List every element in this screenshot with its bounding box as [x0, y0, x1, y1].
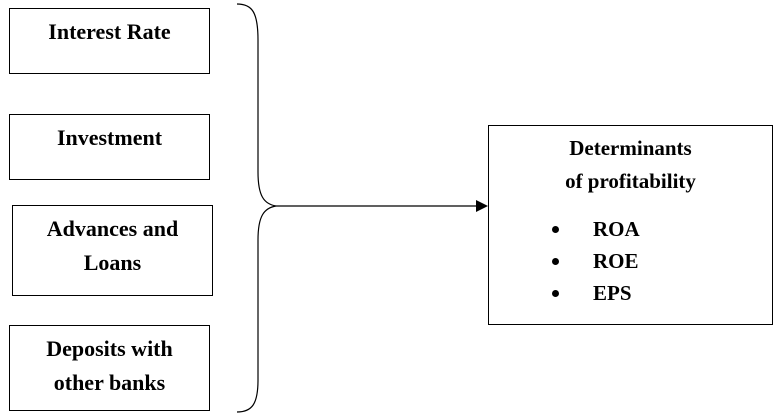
factor-label-deposits-with-other-banks: Deposits with other banks [46, 336, 173, 395]
bullet-icon [552, 225, 559, 233]
factor-box-investment: Investment [9, 114, 210, 180]
curly-brace [236, 3, 277, 413]
determinants-title: Determinants of profitability [565, 136, 696, 193]
metric-list: ROA ROE EPS [489, 213, 772, 309]
factor-label-advances-and-loans: Advances and Loans [46, 216, 179, 275]
factor-box-interest-rate: Interest Rate [9, 8, 210, 74]
determinants-box: Determinants of profitability ROA ROE EP… [488, 125, 773, 325]
factor-label-investment: Investment [56, 125, 163, 150]
bullet-icon [552, 289, 559, 297]
arrowhead-icon [476, 200, 488, 212]
factor-box-advances-and-loans: Advances and Loans [12, 205, 213, 296]
metric-label-roe: ROE [593, 248, 639, 273]
bullet-icon [552, 257, 559, 265]
metric-item-roa: ROA [489, 213, 772, 245]
metric-item-eps: EPS [489, 277, 772, 309]
metric-label-eps: EPS [593, 280, 632, 305]
factor-label-interest-rate: Interest Rate [48, 19, 171, 44]
metric-item-roe: ROE [489, 245, 772, 277]
factor-box-deposits-with-other-banks: Deposits with other banks [9, 325, 210, 411]
metric-label-roa: ROA [593, 216, 640, 241]
